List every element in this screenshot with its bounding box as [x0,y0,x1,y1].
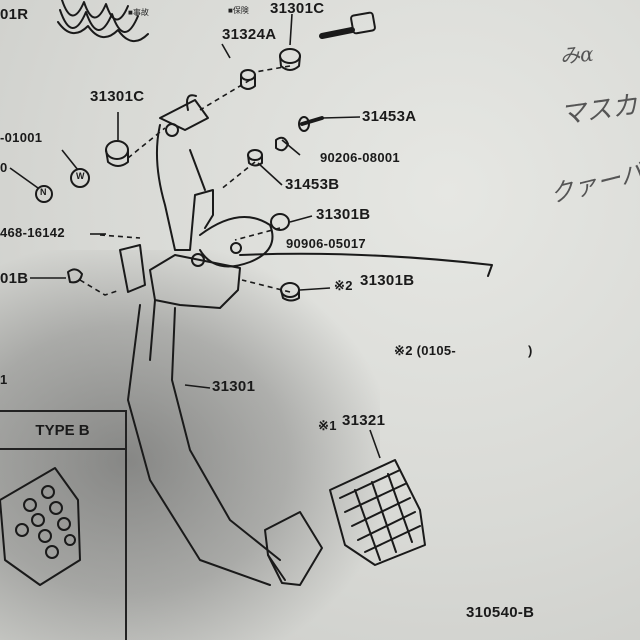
part-label-31301c-top: 31301C [270,0,325,17]
part-label-31301b-lower: 31301B [360,272,415,289]
part-label-01001: -01001 [0,130,43,145]
type-b-heading: TYPE B [0,412,125,450]
part-label-31301c: 31301C [90,88,145,105]
mark-2: ※2 [334,278,353,293]
figure-number: 310540-B [466,604,535,621]
nut-icon [35,185,53,203]
stopper-icon [247,149,263,167]
washer-label: W [76,171,85,181]
jp-bullet: ■事故 [128,8,149,17]
type-b-box: TYPE B [0,410,127,640]
left-edge-text: 0 [0,160,8,175]
pedal-pad-icon [329,459,426,566]
part-label-01b: 01B [0,270,29,287]
bolt-icon [319,11,376,39]
screw-icon [298,116,324,132]
part-label-top-left: 01R [0,6,29,23]
pedal-arm-icon [127,94,281,586]
handwritten-note: みα [559,41,595,68]
part-label-31301b: 31301B [316,206,371,223]
bracket-icon [119,244,146,293]
mark-1: ※1 [318,418,337,433]
note-2: ※2 (0105- [394,343,457,358]
spring-icon [57,0,149,42]
part-label-468-16142: 468-16142 [0,225,65,240]
left-edge-text: 1 [0,372,8,387]
wire-icon [239,252,493,277]
part-label-31301: 31301 [212,378,256,395]
bushing-icon [270,213,290,231]
pedal-pad-icon [264,511,323,586]
bushing-icon [67,268,83,284]
note-2-close: ) [528,343,533,358]
part-label-90206-08001: 90206-08001 [320,150,400,165]
bushing-icon [279,48,301,71]
part-label-90906-05017: 90906-05017 [286,236,366,251]
part-label-31321: 31321 [342,412,386,429]
spring-icon [199,216,274,268]
collar-icon [240,69,256,90]
part-label-31453b: 31453B [285,176,340,193]
jp-bullet: ■保険 [228,6,249,15]
pedal-pad-icon [0,467,81,586]
part-label-31453a: 31453A [362,108,417,125]
bushing-icon [105,140,129,167]
washer-icon [70,168,90,188]
part-label-31324a: 31324A [222,26,277,43]
nut-label: N [40,187,47,197]
